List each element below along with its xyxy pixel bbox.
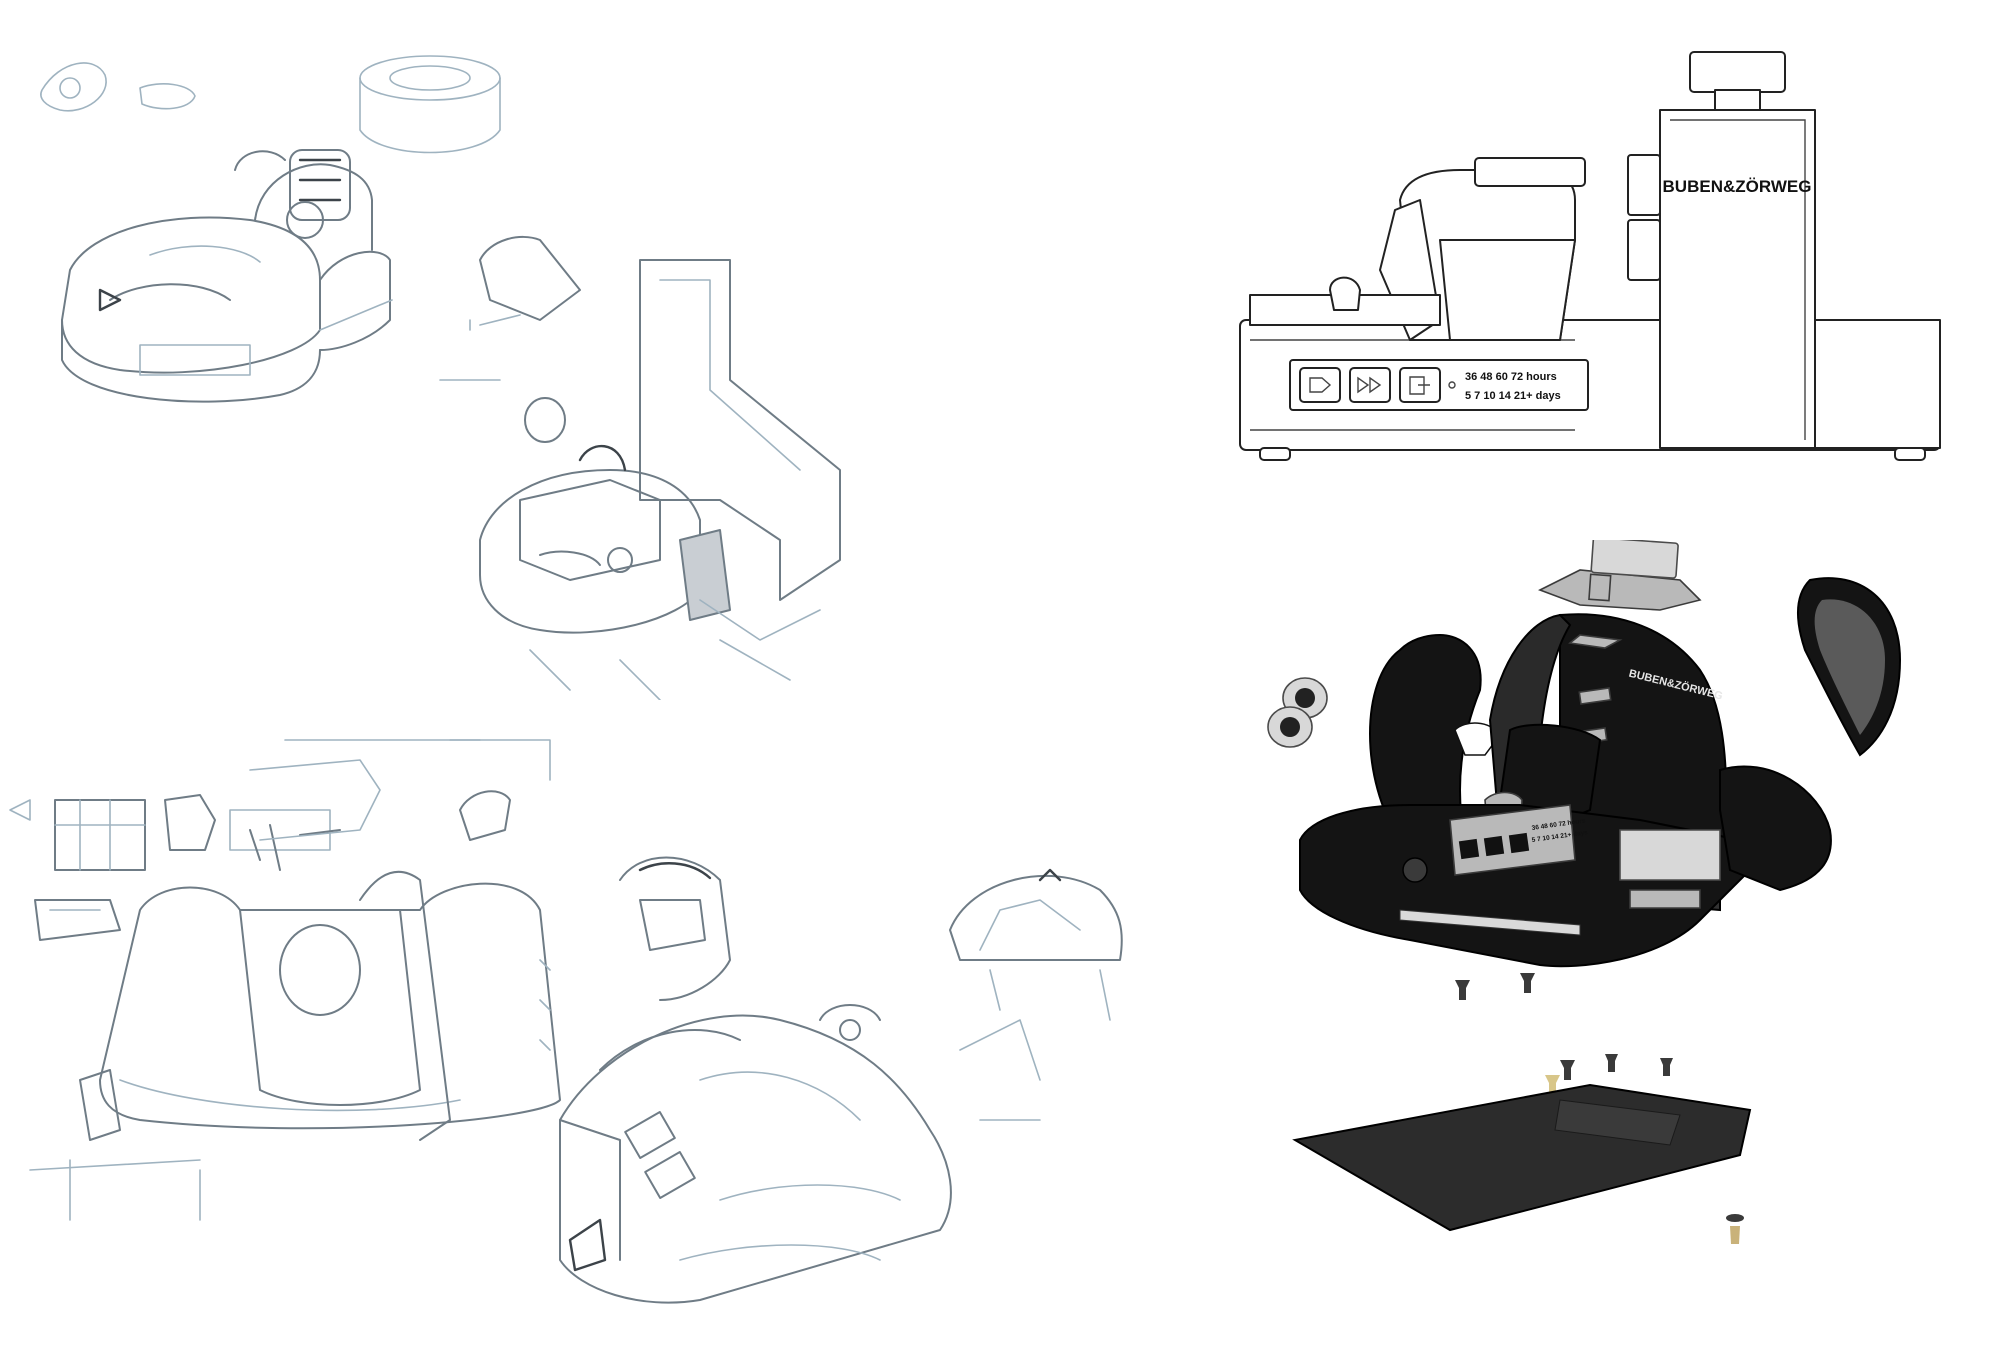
fast-forward-button-render [1483, 835, 1505, 857]
brand-label-front: BUBEN&ZÖRWEG [1663, 177, 1812, 196]
tower [1659, 109, 1816, 449]
hours-row-front: 36 48 60 72 hours [1465, 371, 1557, 383]
play-button-icon [1299, 367, 1341, 403]
front-view-svg: BUBEN&ZÖRWEG 36 48 60 72 hours 5 7 10 14… [1239, 51, 1941, 461]
export-button-render [1508, 832, 1530, 854]
side-block [1814, 319, 1941, 449]
bottom-plate [1292, 1083, 1752, 1232]
foot-left [1259, 447, 1291, 461]
top-knob-stem [1714, 89, 1761, 111]
sketch-drawing-bottom-left [9, 739, 1123, 1304]
cradle-cap [1474, 157, 1586, 187]
sketch-panel-bottom-left [0, 700, 1200, 1360]
exploded-render-svg: BUBEN&ZÖRWEG 36 48 60 72 hours 5 7 10 14… [1267, 540, 1902, 1244]
foot-screw [1730, 1226, 1740, 1244]
foot-screw-washer [1726, 1214, 1744, 1222]
top-knob-render [1590, 540, 1679, 579]
bearing-pair [1267, 677, 1328, 748]
foot-right [1894, 447, 1926, 461]
base-right-hump [1719, 765, 1832, 892]
days-row-front: 5 7 10 14 21+ days [1465, 390, 1561, 402]
play-button-render [1458, 838, 1480, 860]
screw-set-upper [1455, 973, 1535, 1000]
battery-block [1619, 829, 1721, 881]
side-tab-upper [1627, 154, 1661, 216]
exploded-render: BUBEN&ZÖRWEG 36 48 60 72 hours 5 7 10 14… [1260, 540, 1960, 1350]
top-knob [1689, 51, 1786, 93]
side-tab-lower [1627, 219, 1661, 281]
screw-set-lower [1545, 1054, 1673, 1095]
rail-knob [1329, 276, 1361, 311]
sketch-drawing-top-left [40, 55, 841, 700]
sketch-panel-top-left [0, 0, 950, 700]
front-view-drawing: BUBEN&ZÖRWEG 36 48 60 72 hours 5 7 10 14… [1230, 40, 1950, 480]
top-lid [1538, 569, 1702, 611]
